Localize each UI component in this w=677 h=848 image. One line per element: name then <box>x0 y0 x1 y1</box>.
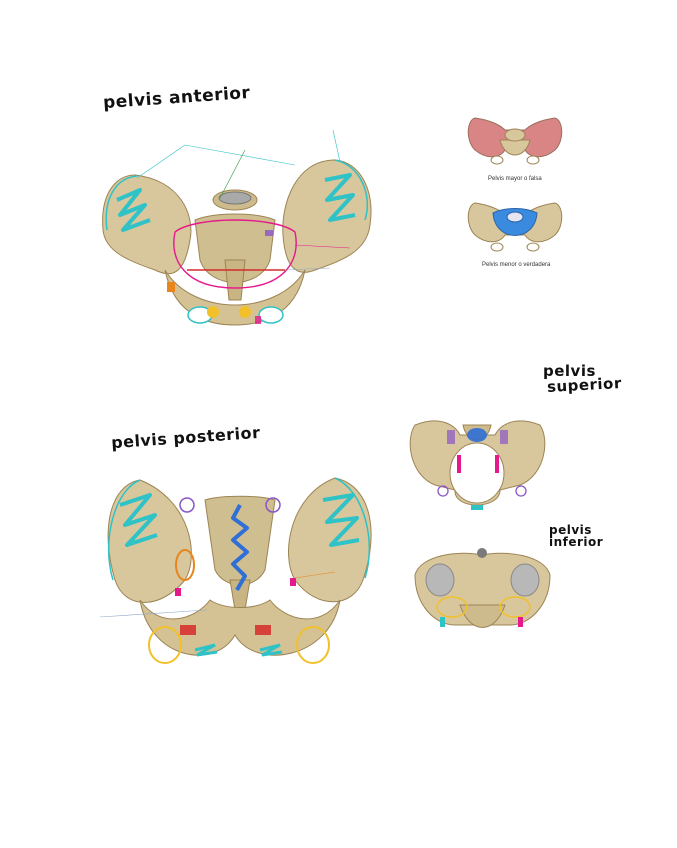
pelvis-inferior-illustration <box>410 545 555 655</box>
pelvis-posterior-illustration <box>95 460 385 690</box>
pelvis-mayor-illustration <box>465 100 565 172</box>
pelvis-superior-illustration <box>405 395 550 525</box>
pelvis-anterior-illustration <box>95 120 385 360</box>
pelvis-menor-illustration <box>465 185 565 257</box>
heading-pelvis-inferior-line2: inferior <box>549 535 603 549</box>
heading-pelvis-superior-line2: superior <box>547 374 623 396</box>
caption-pelvis-menor: Pelvis menor o verdadera <box>482 262 550 268</box>
heading-pelvis-anterior: pelvis anterior <box>102 83 251 113</box>
heading-pelvis-posterior: pelvis posterior <box>111 423 261 452</box>
caption-pelvis-mayor: Pelvis mayor o falsa <box>488 176 542 182</box>
